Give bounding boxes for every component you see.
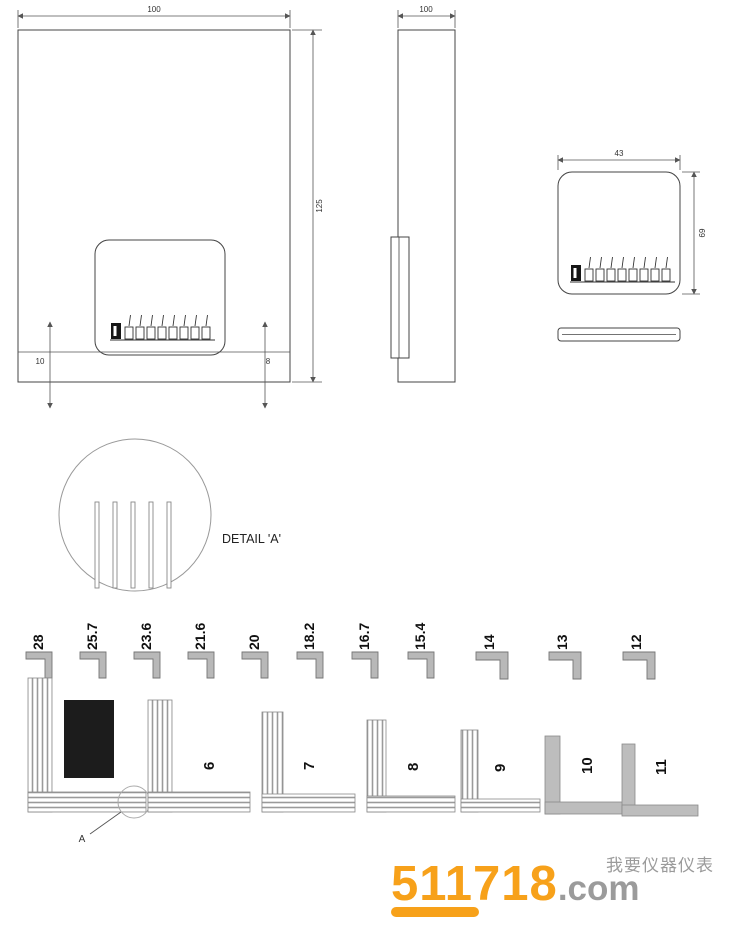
corner-pin-icon: [187, 651, 215, 679]
corner-pin-icon: [548, 651, 582, 680]
profile-row: A 6 7 8 9 10: [27, 677, 699, 845]
pin-length-label: 12: [628, 634, 644, 650]
corner-pin-icon: [79, 651, 107, 679]
watermark-accent-bar: [391, 907, 479, 917]
connector-width-dimension: 43: [615, 149, 624, 158]
pin-length-label: 28: [30, 634, 46, 650]
pin-length-label: 20: [246, 634, 262, 650]
pin-length-label: 25.7: [84, 623, 100, 650]
profile-number: 8: [405, 763, 422, 771]
profile-number: 6: [201, 762, 218, 770]
watermark-site-number: 511718: [391, 857, 558, 911]
side-connector-outline: [390, 236, 410, 359]
side-width-dimension: 100: [419, 5, 433, 14]
profile-number: 9: [492, 764, 509, 772]
connector-height-dimension: 69: [698, 228, 707, 237]
detail-a-callout: DETAIL 'A': [58, 438, 281, 592]
detail-circle: [58, 438, 212, 592]
pin-length-label: 21.6: [192, 623, 208, 650]
connector-detail-view: 43 69: [557, 149, 707, 342]
pin-length-label: 13: [554, 634, 570, 650]
detail-a-label: DETAIL 'A': [222, 532, 281, 546]
front-right-offset-dimension: 8: [266, 357, 271, 366]
front-height-dimension: 125: [315, 199, 324, 213]
corner-pin-icon: [622, 651, 656, 680]
pin-length-label: 18.2: [301, 623, 317, 650]
profile-number: 7: [301, 762, 318, 770]
corner-pin-icon: [25, 651, 53, 679]
profile-7: 7: [261, 711, 356, 813]
watermark-slogan: 我要仪器仪表: [606, 856, 714, 875]
profile-9: 9: [460, 729, 541, 813]
corner-pin-icon: [133, 651, 161, 679]
pin-length-label: 14: [481, 634, 497, 650]
watermark-site: 511718.com: [391, 860, 640, 909]
corner-pin-icon: [351, 651, 379, 679]
pin-length-label: 15.4: [412, 623, 428, 650]
connector-detail-outline: [557, 171, 681, 295]
profile-number: 10: [579, 757, 596, 774]
side-view: 100: [390, 5, 456, 383]
profile-10: 10: [544, 735, 624, 815]
pin-length-dimension-row: 28 25.7 23.6 21.6 20 18.2 16.7 15.4 14 1…: [25, 623, 656, 680]
front-view: 100 125 10 8: [17, 5, 324, 409]
watermark-site-suffix: .com: [557, 869, 640, 908]
profile-8: 8: [366, 719, 456, 813]
corner-pin-icon: [407, 651, 435, 679]
pin-length-label: 23.6: [138, 623, 154, 650]
connector-pocket-outline: [94, 239, 226, 356]
corner-pin-icon: [241, 651, 269, 679]
profile-number: 11: [653, 759, 670, 775]
pin-length-label: 16.7: [356, 623, 372, 650]
detail-a-marker: A: [79, 834, 86, 845]
black-block: [64, 700, 114, 778]
corner-pin-icon: [475, 651, 509, 680]
profile-largest: A: [27, 677, 151, 845]
profile-6: 6: [147, 699, 251, 813]
front-left-offset-dimension: 10: [36, 357, 45, 366]
front-width-dimension: 100: [147, 5, 161, 14]
corner-pin-icon: [296, 651, 324, 679]
profile-11: 11: [621, 743, 699, 817]
